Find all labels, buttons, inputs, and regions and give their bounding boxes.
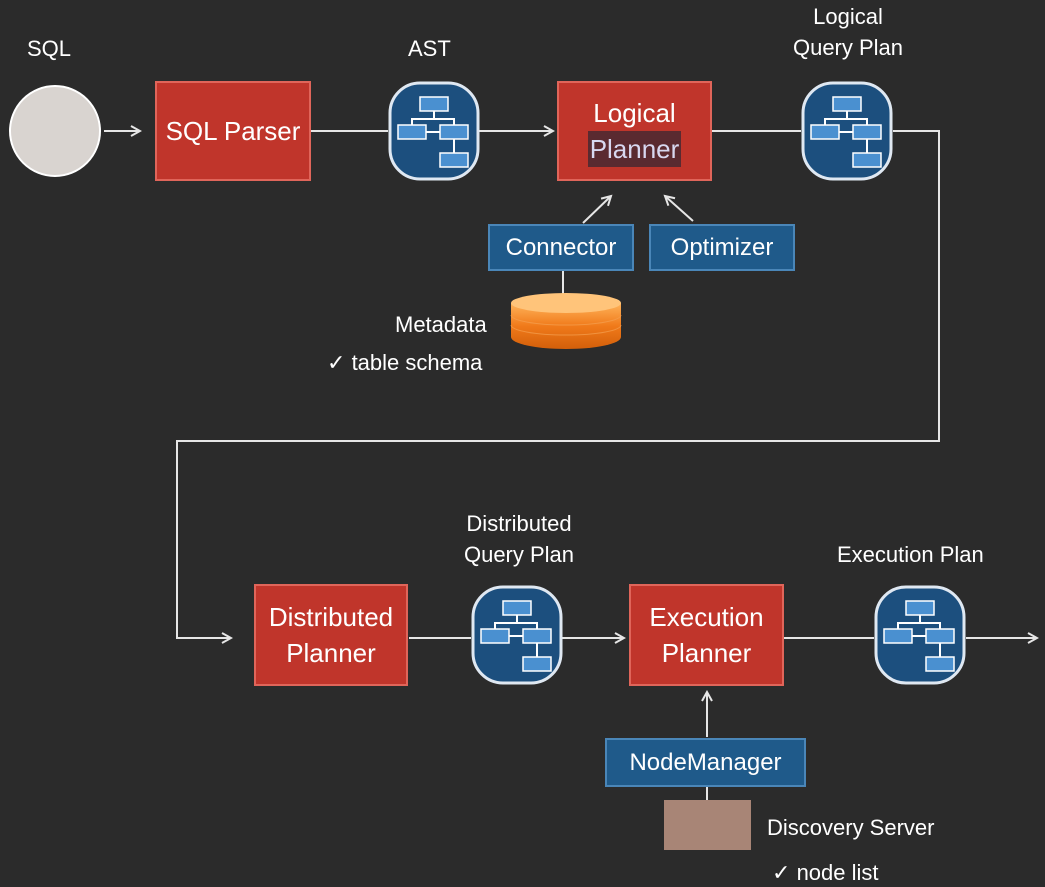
discovery-server-label: Discovery Server	[767, 815, 935, 840]
node-manager-box: NodeManager	[605, 738, 806, 787]
check-icon: ✓	[772, 860, 791, 885]
discovery-server-box	[664, 800, 751, 850]
metadata-database-icon	[509, 291, 623, 351]
table-schema-note: ✓ table schema	[327, 350, 482, 376]
distributed-query-plan-label-2: Query Plan	[463, 542, 575, 567]
logical-query-plan-icon	[801, 81, 893, 181]
execution-planner-label-1: Execution	[649, 602, 764, 632]
line-logical-plan-to-distributed-planner	[176, 130, 940, 638]
table-schema-label: table schema	[351, 350, 483, 375]
sql-parser-box: SQL Parser	[155, 81, 311, 181]
logical-planner-box: Logical Planner	[557, 81, 712, 181]
ast-label: AST	[408, 36, 451, 61]
connector-label: Connector	[505, 233, 617, 261]
node-manager-label: NodeManager	[629, 748, 782, 776]
logical-planner-label-1: Logical	[593, 98, 676, 128]
metadata-label: Metadata	[395, 312, 487, 337]
distributed-query-plan-label-1: Distributed	[466, 511, 572, 536]
logical-planner-label-2: Planner	[587, 131, 682, 167]
ast-plan-icon	[388, 81, 480, 181]
sql-parser-label: SQL Parser	[165, 116, 301, 146]
sql-label: SQL	[27, 36, 72, 61]
connector-box: Connector	[488, 224, 634, 271]
logical-query-plan-label-2: Query Plan	[792, 35, 904, 60]
node-list-label: node list	[796, 860, 879, 885]
logical-query-plan-label-1: Logical	[813, 4, 883, 29]
arrow-connector-to-logical-planner	[582, 196, 611, 224]
distributed-planner-box: Distributed Planner	[254, 584, 408, 686]
distributed-planner-label-1: Distributed	[268, 602, 394, 632]
node-list-note: ✓ node list	[772, 860, 879, 886]
execution-plan-icon	[874, 585, 966, 685]
execution-planner-label-2: Planner	[661, 638, 752, 668]
execution-plan-label: Execution Plan	[837, 542, 984, 567]
check-icon: ✓	[327, 350, 346, 375]
distributed-query-plan-icon	[471, 585, 563, 685]
distributed-planner-label-2: Planner	[286, 638, 376, 668]
optimizer-box: Optimizer	[649, 224, 795, 271]
execution-planner-box: Execution Planner	[629, 584, 784, 686]
arrow-optimizer-to-logical-planner	[665, 196, 694, 222]
sql-circle	[9, 85, 101, 177]
optimizer-label: Optimizer	[670, 233, 774, 261]
